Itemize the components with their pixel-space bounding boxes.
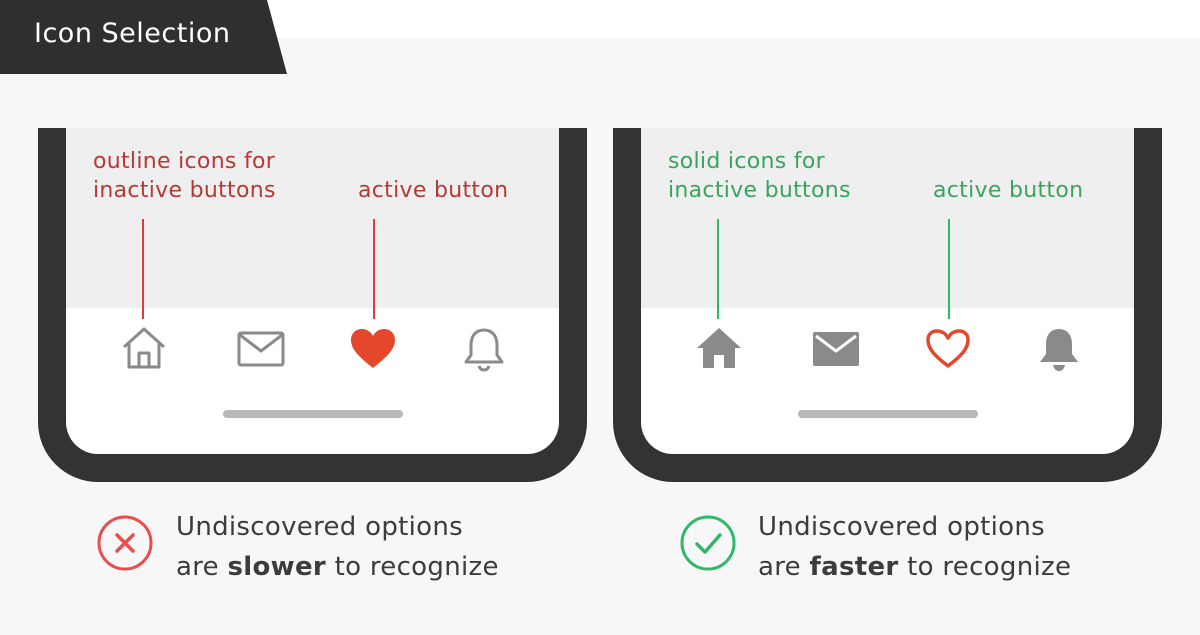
title-tab: Icon Selection bbox=[0, 0, 287, 74]
leader-line-home bbox=[717, 219, 719, 319]
heart-outline-icon bbox=[926, 329, 970, 368]
x-circle-icon bbox=[97, 515, 153, 571]
annotation-solid-icons: solid icons for inactive buttons bbox=[668, 147, 851, 205]
annotation-active-button-left: active button bbox=[358, 178, 509, 203]
caption-line-2: are slower to recognize bbox=[176, 552, 499, 582]
check-circle-icon bbox=[680, 515, 736, 571]
home-outline-icon bbox=[122, 327, 166, 369]
bell-solid-icon bbox=[1040, 329, 1078, 371]
bell-outline-icon bbox=[464, 328, 504, 372]
caption-slower: Undiscovered options are slower to recog… bbox=[176, 507, 499, 587]
annotation-line-1: outline icons for bbox=[93, 149, 276, 174]
leader-line-home bbox=[142, 219, 144, 319]
home-indicator bbox=[797, 410, 978, 418]
annotation-line-1: solid icons for bbox=[668, 149, 825, 174]
annotation-outline-icons: outline icons for inactive buttons bbox=[93, 147, 276, 205]
annotation-active-button-right: active button bbox=[933, 178, 1084, 203]
home-indicator bbox=[222, 410, 403, 418]
leader-line-heart bbox=[948, 219, 950, 319]
mail-solid-icon bbox=[813, 332, 859, 366]
phone-mockup-outline bbox=[38, 128, 587, 482]
page-title: Icon Selection bbox=[34, 18, 231, 49]
caption-emphasis: slower bbox=[227, 552, 327, 582]
phone-mockup-solid bbox=[613, 128, 1162, 482]
screen-content-area bbox=[641, 128, 1134, 308]
caption-line-1: Undiscovered options bbox=[176, 512, 464, 542]
caption-line-1: Undiscovered options bbox=[758, 512, 1046, 542]
annotation-line-2: inactive buttons bbox=[668, 178, 851, 203]
caption-line-2: are faster to recognize bbox=[758, 552, 1072, 582]
screen-content-area bbox=[66, 128, 559, 308]
annotation-line-2: inactive buttons bbox=[93, 178, 276, 203]
mail-outline-icon bbox=[237, 331, 285, 367]
leader-line-heart bbox=[373, 219, 375, 319]
caption-emphasis: faster bbox=[809, 552, 899, 582]
caption-faster: Undiscovered options are faster to recog… bbox=[758, 507, 1071, 587]
home-solid-icon bbox=[697, 328, 741, 368]
heart-solid-icon bbox=[351, 329, 395, 368]
